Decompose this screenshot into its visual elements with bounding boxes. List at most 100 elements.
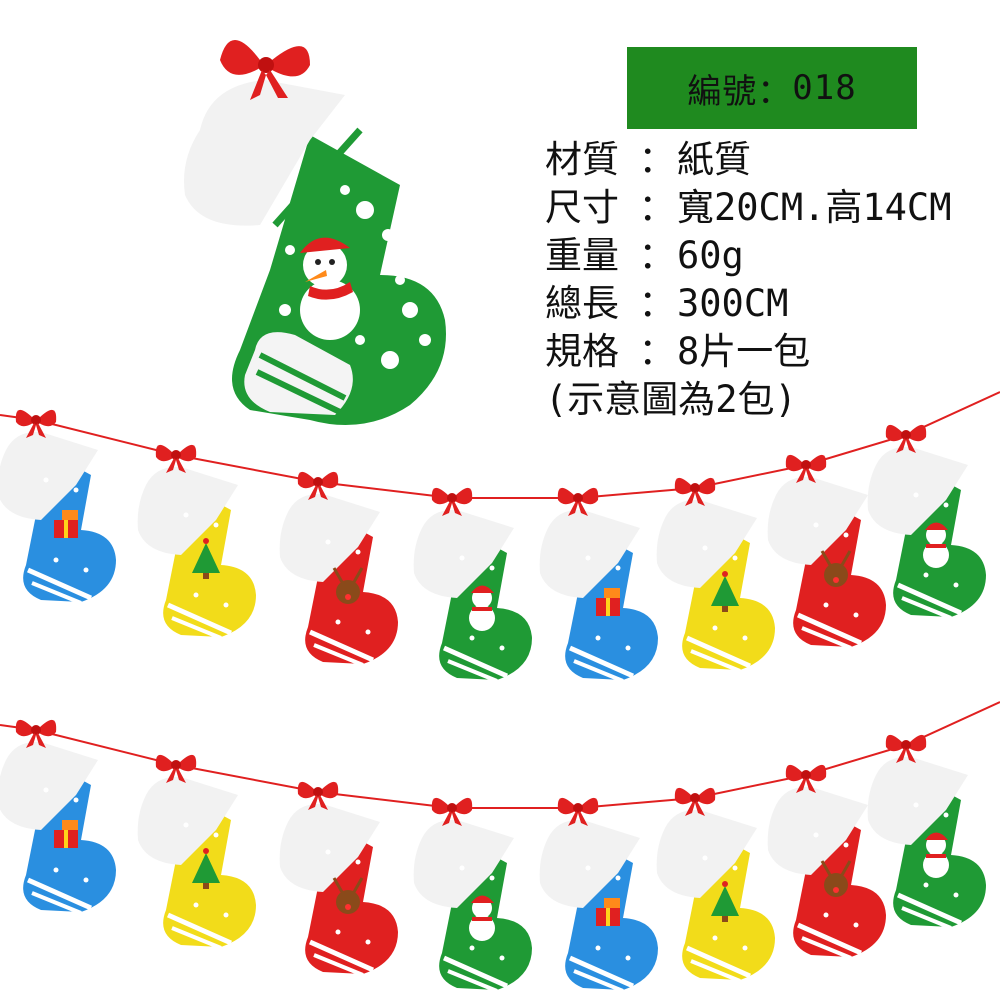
note-text: (示意圖為2包) bbox=[545, 378, 797, 421]
stocking-cuff bbox=[279, 803, 380, 892]
snowman-icon bbox=[923, 522, 949, 568]
stocking-stripe bbox=[896, 582, 963, 616]
stocking-dot bbox=[923, 882, 929, 888]
stocking-cuff bbox=[767, 476, 868, 565]
stocking-dot bbox=[325, 539, 331, 545]
bow-icon bbox=[431, 797, 473, 826]
stocking-stripe bbox=[573, 659, 624, 683]
stocking-dot bbox=[489, 565, 495, 571]
stocking-dot bbox=[595, 635, 601, 641]
stocking-dot bbox=[489, 875, 495, 881]
stocking-stripe bbox=[568, 645, 635, 679]
spec-separator: ： bbox=[638, 330, 676, 373]
spec-label: 材質 bbox=[545, 138, 619, 181]
stocking-dot bbox=[43, 477, 49, 483]
stocking-dot bbox=[43, 787, 49, 793]
stocking-stripe bbox=[166, 602, 233, 636]
stocking-dot bbox=[325, 849, 331, 855]
stocking-dot bbox=[625, 955, 631, 961]
bow-icon bbox=[674, 477, 716, 506]
bow-icon bbox=[155, 444, 197, 473]
stocking-stripe bbox=[171, 616, 222, 640]
stocking-cuff bbox=[279, 493, 380, 582]
garland-stocking-blue bbox=[0, 719, 117, 915]
stocking-dot bbox=[853, 922, 859, 928]
garland-string bbox=[0, 701, 1000, 809]
spec-row-size: 尺寸：寬20CM.高14CM bbox=[545, 184, 951, 232]
reindeer-icon bbox=[332, 877, 364, 914]
stocking-cuff bbox=[867, 446, 968, 535]
stocking-dot bbox=[193, 592, 199, 598]
stocking-cuff bbox=[413, 819, 514, 908]
stocking-dot bbox=[853, 612, 859, 618]
product-code-separator: ： bbox=[757, 71, 793, 112]
stocking-dot bbox=[585, 555, 591, 561]
stocking-dot bbox=[223, 602, 229, 608]
tree-icon bbox=[711, 881, 739, 922]
stocking-stripe bbox=[690, 649, 741, 673]
spec-label: 重量 bbox=[545, 234, 619, 277]
garland-stocking-green bbox=[867, 424, 986, 620]
stocking-stripe bbox=[801, 626, 852, 650]
stocking-stripe bbox=[568, 955, 635, 989]
stocking-cuff bbox=[539, 819, 640, 908]
stocking-dot bbox=[223, 912, 229, 918]
stocking-cuff bbox=[413, 509, 514, 598]
tree-icon bbox=[192, 848, 220, 889]
bow-icon bbox=[297, 471, 339, 500]
stocking-stripe bbox=[690, 959, 741, 983]
tree-icon bbox=[192, 538, 220, 579]
stocking-stripe bbox=[685, 945, 752, 979]
reindeer-icon bbox=[820, 860, 852, 897]
bow-icon bbox=[155, 754, 197, 783]
product-code-label: 編號 bbox=[687, 71, 758, 112]
stocking-stripe bbox=[308, 939, 375, 973]
stocking-stripe bbox=[447, 969, 498, 993]
bow-icon bbox=[15, 409, 57, 438]
garland-stocking-red bbox=[279, 471, 398, 667]
stocking-dot bbox=[459, 865, 465, 871]
bow-icon bbox=[297, 781, 339, 810]
spec-separator: ： bbox=[638, 234, 676, 277]
stocking-dot bbox=[469, 635, 475, 641]
stocking-dot bbox=[585, 865, 591, 871]
spec-row-weight: 重量 ：60g bbox=[545, 232, 951, 280]
spec-value: 300CM bbox=[677, 282, 789, 325]
stocking-dot bbox=[335, 929, 341, 935]
spec-label: 尺寸 bbox=[545, 186, 619, 229]
stocking-stripe bbox=[308, 629, 375, 663]
spec-value: 60g bbox=[677, 234, 744, 277]
stocking-dot bbox=[913, 492, 919, 498]
stocking-dot bbox=[183, 822, 189, 828]
stocking-dot bbox=[499, 645, 505, 651]
stocking-stripe bbox=[447, 659, 498, 683]
stocking-dot bbox=[469, 945, 475, 951]
stocking-stripe bbox=[31, 891, 82, 915]
garland-string bbox=[0, 391, 1000, 499]
stocking-stripe bbox=[796, 612, 863, 646]
stocking-cuff bbox=[656, 809, 757, 898]
stocking-stripe bbox=[313, 953, 364, 977]
stocking-dot bbox=[615, 565, 621, 571]
bow-icon bbox=[674, 787, 716, 816]
stocking-stripe bbox=[901, 906, 952, 930]
gift-icon bbox=[54, 510, 78, 538]
stocking-dot bbox=[499, 955, 505, 961]
garland-stocking-blue bbox=[0, 409, 117, 605]
stocking-stripe bbox=[896, 892, 963, 926]
stocking-cuff bbox=[137, 776, 238, 865]
snowman-icon bbox=[923, 832, 949, 878]
stocking-dot bbox=[83, 567, 89, 573]
stocking-dot bbox=[813, 522, 819, 528]
stocking-dot bbox=[213, 522, 219, 528]
stocking-dot bbox=[712, 625, 718, 631]
stocking-dot bbox=[702, 855, 708, 861]
stocking-cuff bbox=[0, 431, 98, 520]
stocking-dot bbox=[625, 645, 631, 651]
stocking-dot bbox=[365, 629, 371, 635]
stocking-dot bbox=[913, 802, 919, 808]
stocking-dot bbox=[823, 602, 829, 608]
stocking-dot bbox=[742, 945, 748, 951]
stocking-dot bbox=[193, 902, 199, 908]
stocking-stripe bbox=[442, 645, 509, 679]
